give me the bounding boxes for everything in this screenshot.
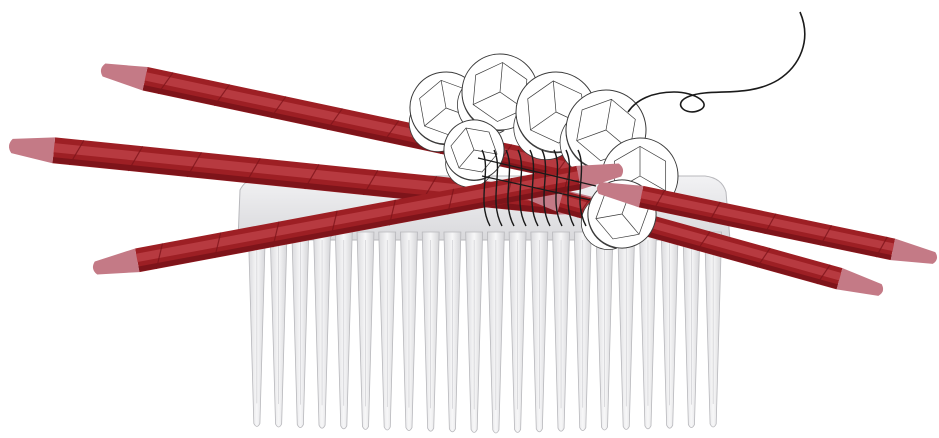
branch-tip (891, 239, 937, 264)
branch-tip (101, 64, 148, 91)
branch-tip (9, 137, 55, 163)
comb-teeth (248, 232, 721, 433)
branch-tip (837, 268, 884, 296)
wire-tail (628, 12, 805, 112)
branch-tip (93, 248, 140, 274)
